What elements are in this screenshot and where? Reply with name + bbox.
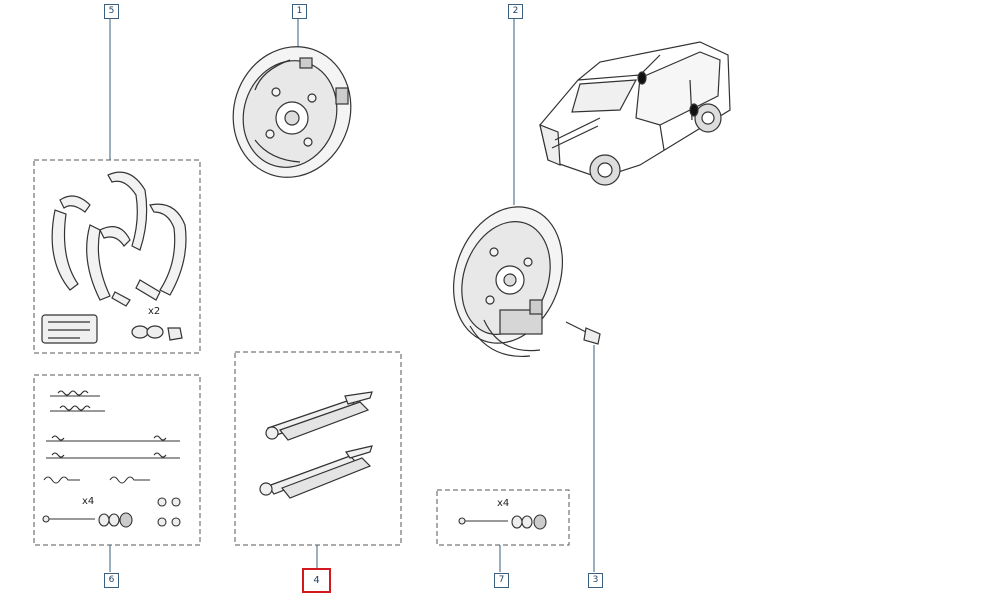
kit-box-4 bbox=[234, 351, 402, 546]
callout-2[interactable]: 2 bbox=[508, 4, 523, 19]
callout-4-selected[interactable]: 4 bbox=[302, 568, 331, 593]
callout-5[interactable]: 5 bbox=[104, 4, 119, 19]
caps-drawing bbox=[131, 325, 183, 341]
grease-packet-drawing bbox=[41, 314, 98, 344]
backing-plate-2-drawing bbox=[452, 206, 564, 358]
springs-drawing bbox=[43, 390, 180, 484]
callout-1[interactable]: 1 bbox=[292, 4, 307, 19]
qty-springs-kit: x4 bbox=[82, 496, 95, 507]
brake-shoes-drawing bbox=[51, 171, 187, 307]
kit-box-5 bbox=[33, 159, 201, 354]
bolt-3-drawing bbox=[565, 321, 601, 345]
pins-drawing bbox=[42, 497, 181, 528]
qty-pin-kit: x4 bbox=[497, 498, 510, 509]
kit-box-7 bbox=[436, 489, 570, 546]
pin-set-drawing bbox=[458, 514, 547, 530]
callout-3[interactable]: 3 bbox=[588, 573, 603, 588]
callout-6[interactable]: 6 bbox=[104, 573, 119, 588]
leader-lines bbox=[109, 17, 595, 572]
van-drawing bbox=[539, 41, 731, 186]
kit-box-6 bbox=[33, 374, 201, 546]
kit-boxes bbox=[33, 159, 570, 546]
adjusters-drawing bbox=[259, 391, 373, 499]
qty-shoes-kit: x2 bbox=[148, 306, 161, 317]
backing-plate-1-drawing bbox=[232, 46, 352, 178]
callout-7[interactable]: 7 bbox=[494, 573, 509, 588]
